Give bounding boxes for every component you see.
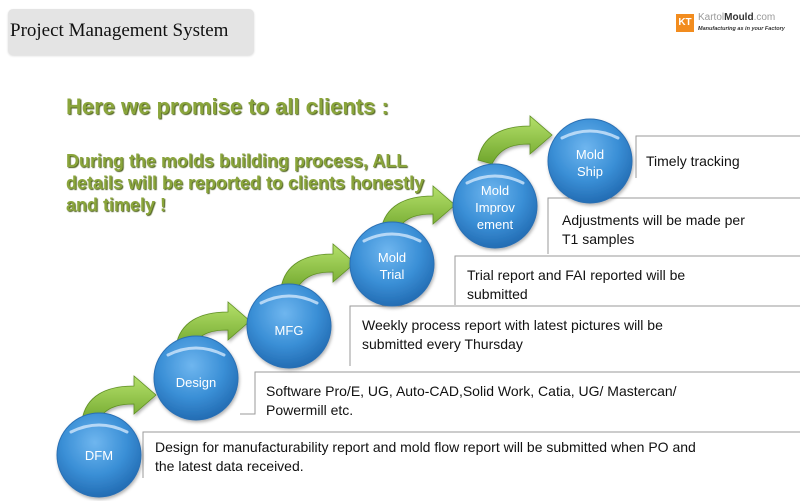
step-label-dfm: DFM	[84, 448, 114, 463]
company-logo: KT KartolMould.com Manufacturing as in y…	[676, 11, 794, 37]
connector-line-design	[240, 371, 800, 415]
step-label-design: Design	[175, 375, 217, 390]
headline: Here we promise to all clients :	[66, 94, 389, 119]
step-description-mfg: Weekly process report with latest pictur…	[362, 317, 663, 352]
step-description-trial: Trial report and FAI reported will be su…	[467, 267, 686, 302]
step-circles	[56, 118, 633, 498]
step-label-improvement: Mold Improv ement	[475, 183, 515, 232]
step-circle-mfg	[246, 283, 332, 369]
arrow-icon	[477, 115, 553, 165]
step-description-design: Software Pro/E, UG, Auto-CAD,Solid Work,…	[266, 383, 677, 418]
step-circle-dfm	[56, 412, 142, 498]
logo-tagline: Manufacturing as in your Factory	[698, 26, 785, 32]
step-description-ship: Timely tracking	[646, 153, 740, 169]
connector-line-mfg	[349, 305, 800, 366]
connector-lines	[142, 135, 800, 478]
step-circle-design	[153, 335, 239, 421]
connector-line-dfm	[142, 431, 800, 478]
connector-line-improv	[547, 197, 800, 254]
step-label-mfg: MFG	[274, 323, 304, 338]
step-label-ship: Mold Ship	[575, 147, 605, 179]
step-circle-ship	[547, 118, 633, 204]
connector-line-ship	[635, 135, 800, 178]
step-description-dfm: Design for manufacturability report and …	[155, 439, 696, 474]
promise-text: During the molds building process, ALL d…	[66, 151, 425, 215]
slide-title-box	[8, 9, 254, 55]
step-circle-improvement	[452, 163, 538, 249]
slide-title: Project Management System	[10, 20, 229, 41]
connector-line-trial	[454, 255, 800, 305]
step-label-trial: Mold Trial	[377, 250, 407, 282]
logo-mark: KT	[676, 14, 694, 32]
step-description-improvement: Adjustments will be made per T1 samples	[562, 212, 745, 247]
step-circle-trial	[349, 221, 435, 307]
logo-brand: KartolMould.com	[698, 12, 776, 23]
